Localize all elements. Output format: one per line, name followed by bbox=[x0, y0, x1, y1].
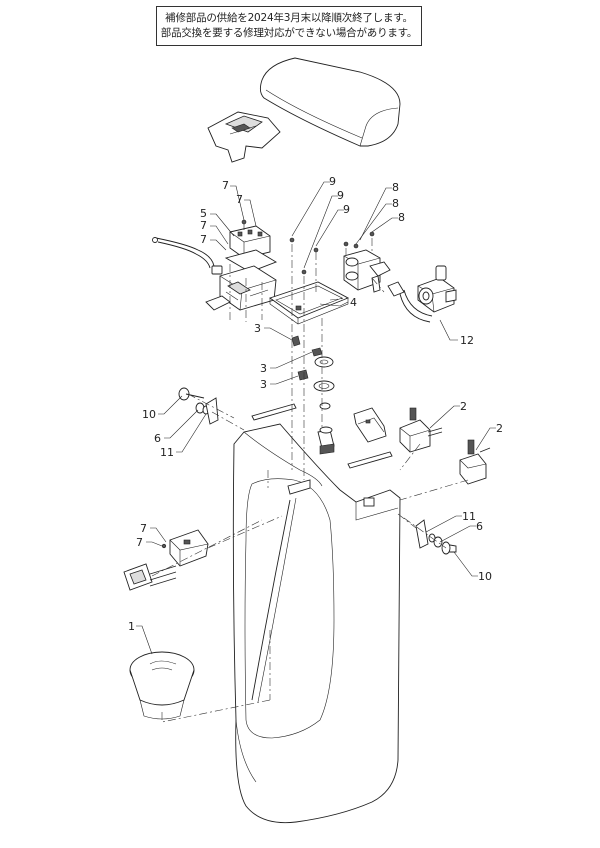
sensor-unit-2a bbox=[399, 407, 443, 453]
callout-c2b: 2 bbox=[496, 422, 503, 435]
notice-line-1: 補修部品の供給を2024年3月末以降順次終了します。 bbox=[165, 12, 413, 24]
callout-c8b: 8 bbox=[392, 197, 399, 210]
sensor-unit-2b bbox=[459, 439, 491, 485]
callout-c8c: 8 bbox=[398, 211, 405, 224]
callout-c7c: 7 bbox=[200, 219, 207, 232]
urinal-body bbox=[232, 423, 401, 824]
callout-c7a: 7 bbox=[222, 179, 229, 192]
callout-c7e: 7 bbox=[140, 522, 147, 535]
callout-c12: 12 bbox=[460, 334, 474, 347]
callout-c10b: 10 bbox=[478, 570, 492, 583]
inner-cover bbox=[207, 111, 281, 163]
parts-supply-notice: 補修部品の供給を2024年3月末以降順次終了します。 部品交換を要する修理対応が… bbox=[156, 6, 422, 46]
control-unit-assembly bbox=[205, 219, 278, 311]
callout-c4: 4 bbox=[350, 296, 357, 309]
callout-c11a: 11 bbox=[160, 446, 174, 459]
callout-c9c: 9 bbox=[343, 203, 350, 216]
callout-c10a: 10 bbox=[142, 408, 156, 421]
callout-c3a: 3 bbox=[254, 322, 261, 335]
solenoid-valve bbox=[343, 231, 391, 293]
callout-c11b: 11 bbox=[462, 510, 476, 523]
callout-c7d: 7 bbox=[200, 233, 207, 246]
center-bracket bbox=[353, 407, 387, 443]
callout-c5: 5 bbox=[200, 207, 207, 220]
leader-lines bbox=[136, 181, 496, 655]
slide-rails bbox=[251, 403, 393, 469]
callout-c9b: 9 bbox=[337, 189, 344, 202]
drain-strainer bbox=[129, 651, 195, 720]
callout-c3b: 3 bbox=[260, 362, 267, 375]
top-cover bbox=[259, 57, 401, 147]
left-bracket-parts bbox=[178, 387, 219, 425]
gasket-stack bbox=[313, 356, 335, 455]
callout-labels: 7 7 5 7 7 9 9 9 8 8 8 4 12 3 3 3 10 6 11… bbox=[128, 175, 503, 633]
callout-c9a: 9 bbox=[329, 175, 336, 188]
screws-9 bbox=[289, 237, 319, 275]
callout-c8a: 8 bbox=[392, 181, 399, 194]
callout-c3c: 3 bbox=[260, 378, 267, 391]
callout-c1: 1 bbox=[128, 620, 135, 633]
mounting-plate bbox=[269, 281, 350, 325]
callout-c7b: 7 bbox=[236, 193, 243, 206]
right-bracket-parts bbox=[415, 519, 457, 555]
callout-c6b: 6 bbox=[476, 520, 483, 533]
notice-line-2: 部品交換を要する修理対応ができない場合があります。 bbox=[160, 27, 418, 39]
callout-c7f: 7 bbox=[136, 536, 143, 549]
sensor-window-module bbox=[123, 529, 209, 591]
stop-valve bbox=[387, 265, 457, 323]
sensor-cable bbox=[152, 237, 223, 275]
assembly-lines bbox=[151, 238, 469, 723]
callout-c2a: 2 bbox=[460, 400, 467, 413]
screws-3 bbox=[291, 335, 323, 381]
callout-c6a: 6 bbox=[154, 432, 161, 445]
